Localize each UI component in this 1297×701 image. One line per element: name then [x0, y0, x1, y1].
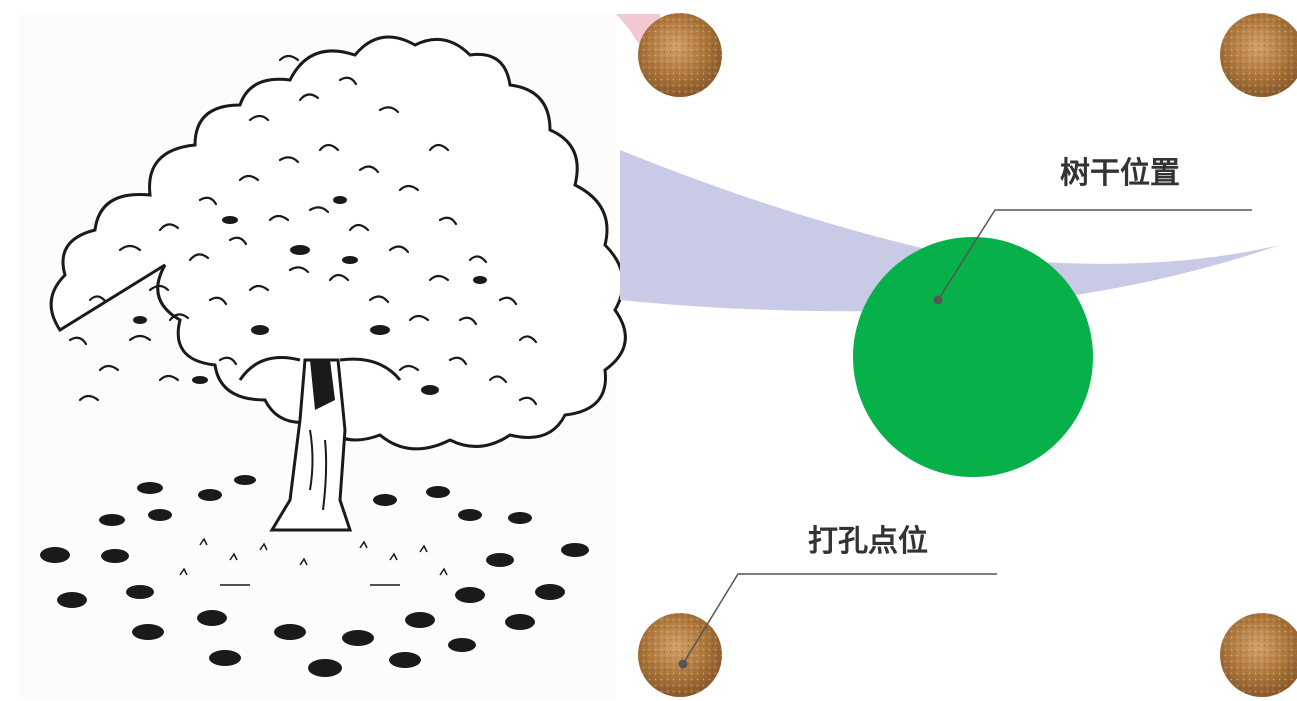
drill-hole-icon — [638, 13, 722, 97]
drill-hole-icon — [638, 613, 722, 697]
trunk-position-label: 树干位置 — [1060, 156, 1180, 191]
ground-texture — [179, 537, 448, 586]
drill-hole-icon — [1220, 613, 1297, 697]
drill-leader-dot — [678, 659, 688, 669]
drill-hole-icon — [1220, 13, 1297, 97]
tree-sketch-panel — [18, 14, 627, 698]
trunk-position-icon — [853, 237, 1093, 477]
canopy-shading — [133, 196, 487, 395]
decorative-band — [620, 150, 1280, 312]
trunk-leader-dot — [933, 295, 943, 305]
sketch-drill-holes — [40, 475, 589, 677]
trunk-leader-line — [937, 209, 1252, 301]
drilling-layout-panel: 树干位置 打孔点位 — [616, 13, 1297, 697]
tree-trunk-sketch — [238, 356, 402, 532]
drill-points-label: 打孔点位 — [808, 524, 928, 559]
drill-leader-line — [682, 573, 997, 665]
canopy-leaf-texture — [68, 54, 538, 406]
